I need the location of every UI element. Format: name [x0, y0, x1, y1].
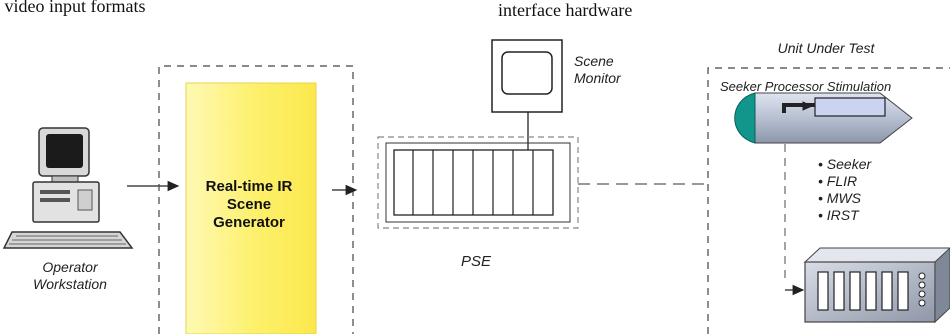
uut-enclosure [707, 67, 950, 334]
caption-top-left: SC video input formats [0, 0, 146, 16]
generator-label-line2: Scene [227, 196, 271, 213]
scene-monitor-label-line1: Scene [574, 53, 614, 69]
uut-bullet-seeker: • Seeker [818, 156, 872, 172]
scene-generator-block [185, 82, 317, 334]
uut-bullet-irst: • IRST [818, 207, 860, 223]
operator-label-line1: Operator [42, 259, 99, 275]
uut-title: Unit Under Test [778, 40, 876, 56]
operator-workstation-icon [2, 127, 134, 249]
generator-label-line1: Real-time IR [206, 178, 293, 195]
uut-bullet-flir: • FLIR [818, 173, 857, 189]
pse-label: PSE [461, 253, 492, 270]
generator-enclosure [158, 65, 354, 334]
uut-subtitle: Seeker Processor Stimulation [720, 79, 891, 94]
caption-top-center: interface hardware [498, 0, 632, 20]
processor-chassis-icon [803, 247, 950, 324]
pse-block [377, 136, 579, 229]
uut-bullet-mws: • MWS [818, 190, 862, 206]
scene-monitor-label-line2: Monitor [574, 70, 622, 86]
missile-icon [734, 92, 913, 144]
operator-label-line2: Workstation [33, 276, 107, 292]
generator-label-line3: Generator [213, 214, 285, 231]
scene-monitor-icon [491, 39, 563, 113]
